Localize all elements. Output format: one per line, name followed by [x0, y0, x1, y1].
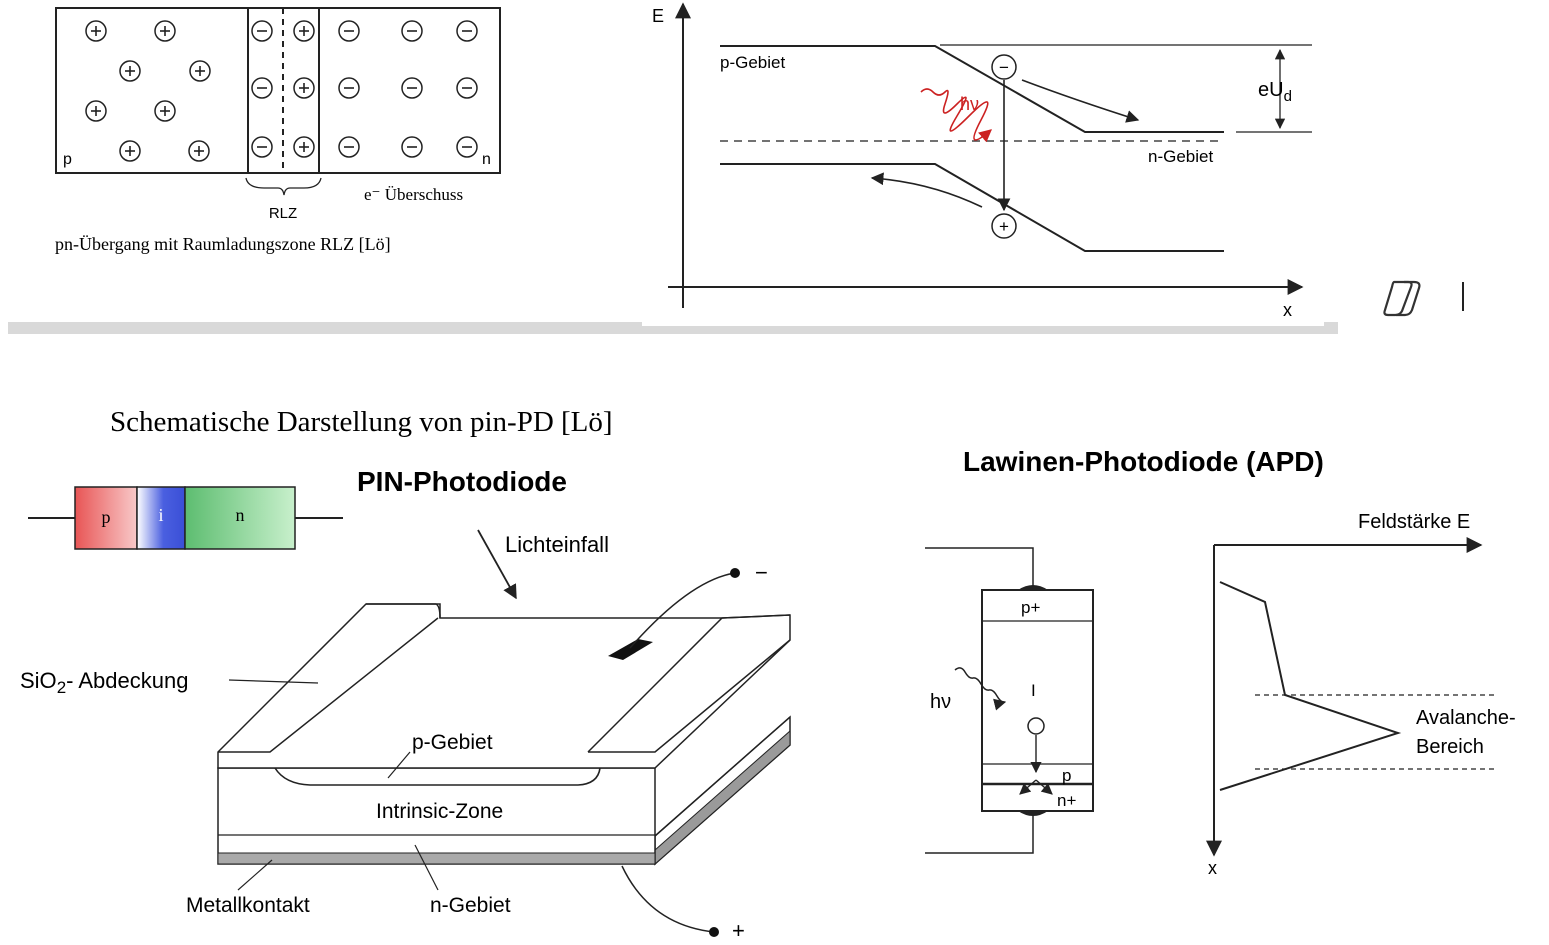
- pin-title: PIN-Photodiode: [357, 466, 567, 497]
- apd-field-label: Feldstärke E: [1358, 511, 1470, 533]
- n-side-label: n: [482, 151, 491, 168]
- n-layer-label: n: [236, 505, 245, 525]
- apd-wire-bottom: [925, 811, 1034, 854]
- apd-contact-bottom: [1018, 811, 1048, 816]
- p-region-label: p-Gebiet: [720, 53, 785, 72]
- apd-p-plus-label: p+: [1021, 598, 1040, 617]
- metall-label: Metallkontakt: [186, 894, 310, 917]
- electron-sign: −: [999, 58, 1009, 77]
- apd-field-profile: [1219, 581, 1402, 791]
- i-layer-label: i: [158, 505, 163, 525]
- n-layer: [184, 486, 296, 550]
- top-wire: [629, 572, 736, 649]
- charge-symbols: [85, 20, 478, 162]
- pin-photodiode-section: Schematische Darstellung von pin-PD [Lö]…: [20, 406, 791, 943]
- apd-carrier: [1027, 717, 1045, 735]
- light-arrow: [477, 529, 517, 600]
- top-terminal: [730, 568, 740, 578]
- oxide-left-ridge: [366, 603, 441, 619]
- n-layer-side-line: [654, 716, 791, 837]
- conduction-band: [720, 45, 1224, 133]
- text-cursor: [1462, 282, 1464, 311]
- apd-n-plus-label: n+: [1057, 791, 1076, 810]
- bottom-terminal: [709, 927, 719, 937]
- apd-device: [981, 589, 1094, 812]
- n-gebiet-label: n-Gebiet: [430, 894, 511, 917]
- sio2-leader: [228, 679, 319, 684]
- apd-hv-label: hν: [930, 691, 951, 713]
- apd-wire-top: [925, 547, 1034, 590]
- apd-photon-wave: [954, 667, 1007, 711]
- apd-contact-top: [1018, 585, 1048, 590]
- oxide-right-step: [587, 614, 791, 753]
- p-side-label: p: [63, 151, 72, 168]
- n-gebiet-leader: [414, 844, 439, 891]
- bottom-wire: [621, 865, 715, 933]
- hole-sign: +: [999, 217, 1009, 236]
- metal-contact-side: [654, 729, 791, 866]
- avalanche-label-1: Avalanche-: [1416, 707, 1516, 729]
- electron-drift-arrow: [1021, 79, 1140, 123]
- p-layer: [74, 486, 138, 550]
- rlz-label: RLZ: [269, 205, 297, 222]
- minus-terminal-label: −: [755, 560, 768, 585]
- p-diffusion-well: [274, 767, 601, 786]
- x-axis-label: x: [1283, 300, 1292, 320]
- top-contact-pad: [608, 639, 653, 660]
- apd-multiply-left: [1019, 779, 1037, 795]
- oxide-left-step: [218, 617, 439, 753]
- apd-x-label: x: [1208, 858, 1217, 878]
- p-gebiet-leader: [387, 751, 411, 779]
- apd-section: Lawinen-Photodiode (APD) p+ I p n+ hν Fe…: [925, 446, 1516, 878]
- apd-i-label: I: [1031, 681, 1036, 700]
- metal-contact: [217, 852, 656, 865]
- hole-symbol: [991, 213, 1017, 239]
- photon-wave: [920, 88, 992, 143]
- apd-title: Lawinen-Photodiode (APD): [963, 446, 1324, 477]
- p-layer-label: p: [102, 507, 111, 527]
- apd-p-label: p: [1062, 766, 1071, 785]
- light-label: Lichteinfall: [505, 532, 609, 557]
- metall-leader: [237, 859, 273, 891]
- plus-terminal-label: +: [732, 918, 745, 943]
- apd-multiply-right: [1035, 779, 1053, 795]
- pn-junction-diagram: p n RLZ e⁻ Überschuss pn-Übergang mit Ra…: [55, 7, 501, 254]
- p-gebiet-label: p-Gebiet: [412, 731, 493, 754]
- oxide-right-edge: [588, 639, 791, 753]
- sio2-label: SiO2- Abdeckung: [20, 668, 188, 697]
- band-diagram: E x eUd p-Gebiet n-Gebiet − + hν: [652, 2, 1312, 320]
- pin-caption: Schematische Darstellung von pin-PD [Lö]: [110, 406, 613, 438]
- energy-axis-label: E: [652, 6, 664, 26]
- avalanche-label-2: Bereich: [1416, 736, 1484, 758]
- hole-drift-arrow: [870, 172, 983, 208]
- copilot-icon[interactable]: [1380, 278, 1426, 318]
- electron-symbol: [991, 54, 1017, 80]
- pn-caption: pn-Übergang mit Raumladungszone RLZ [Lö]: [55, 234, 391, 254]
- intrinsic-label: Intrinsic-Zone: [376, 800, 503, 823]
- eud-label: eUd: [1258, 79, 1292, 105]
- n-region-label: n-Gebiet: [1148, 147, 1213, 166]
- rlz-brace: [245, 177, 322, 196]
- photon-label: hν: [960, 94, 979, 114]
- block-top-face: [217, 603, 791, 769]
- excess-label: e⁻ Überschuss: [364, 185, 463, 204]
- i-layer: [136, 486, 186, 550]
